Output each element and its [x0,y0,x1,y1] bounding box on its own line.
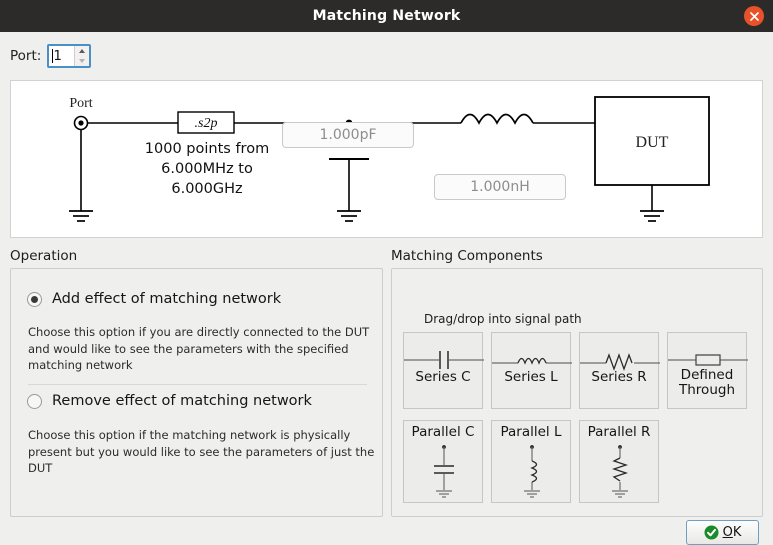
operation-divider [28,384,367,385]
component-tile-label-line2: Through [679,382,735,399]
component-tile-defined-through[interactable]: Defined Through [667,332,748,409]
sweep-line-2: 6.000MHz to [161,161,253,177]
component-tile-series-l[interactable]: Series L [491,332,572,409]
series-resistor-icon [580,353,660,371]
component-tile-label: Parallel L [500,424,562,440]
sweep-line-1: 1000 points from [145,141,269,157]
parallel-capacitor-icon [434,445,454,498]
inductor-value-field[interactable]: 1.000nH [434,174,566,200]
check-circle-icon [704,525,719,540]
matching-components-group-title: Matching Components [391,248,543,264]
window-titlebar: Matching Network [0,0,773,32]
ok-rest-chars: K [732,525,742,540]
capacitor-value-field[interactable]: 1.000pF [282,122,414,148]
component-tile-label: Defined Through [668,367,746,399]
port-selector-row: Port: 1 [10,44,92,68]
radio-add-effect-label: Add effect of matching network [52,291,282,307]
component-tile-label: Series C [415,369,471,385]
component-tile-parallel-c[interactable]: Parallel C [403,420,483,503]
defined-through-icon [668,354,748,366]
drag-drop-hint: Drag/drop into signal path [424,312,582,326]
dut-label: DUT [636,134,669,151]
window-title: Matching Network [312,8,461,24]
radio-add-effect[interactable]: Add effect of matching network [27,291,281,307]
radio-remove-effect-helper: Choose this option if the matching netwo… [28,428,375,476]
operation-group-title: Operation [10,248,78,264]
ground-icon [337,210,361,222]
radio-remove-effect[interactable]: Remove effect of matching network [27,393,312,409]
component-tile-label: Parallel C [411,424,475,440]
sweep-line-3: 6.000GHz [171,181,242,197]
port-spin-arrows[interactable] [74,46,90,66]
chevron-down-icon[interactable] [79,59,86,63]
series-inductor-icon [492,357,572,365]
operation-group-box: Add effect of matching network Choose th… [10,268,383,517]
port-input-value[interactable]: 1 [49,46,74,66]
close-glyph [749,11,759,21]
schematic-port-label: Port [69,96,92,111]
parallel-resistor-icon [611,445,629,498]
s2p-block-label: .s2p [195,116,218,131]
component-tile-label: Series R [591,369,647,385]
ground-icon [69,210,93,222]
dialog-body: Port: 1 [0,32,773,545]
close-icon[interactable] [744,6,764,26]
component-tile-label-line1: Defined [680,367,734,383]
component-tile-series-c[interactable]: Series C [403,332,484,409]
component-tile-series-r[interactable]: Series R [579,332,660,409]
port-spinbox[interactable]: 1 [47,44,92,68]
parallel-inductor-icon [524,445,540,498]
ground-icon [640,210,664,222]
radio-add-effect-helper: Choose this option if you are directly c… [28,325,370,373]
component-tile-parallel-l[interactable]: Parallel L [491,420,571,503]
component-tile-label: Series L [504,369,558,385]
schematic-panel[interactable]: Port .s2p 1000 points from 6.000MHz to 6… [10,80,763,238]
port-label: Port: [10,48,42,64]
component-tile-parallel-r[interactable]: Parallel R [579,420,659,503]
component-tile-label: Parallel R [587,424,651,440]
port-terminal-icon [73,115,89,131]
radio-remove-effect-label: Remove effect of matching network [52,393,312,409]
radio-remove-effect-indicator[interactable] [27,393,42,409]
radio-add-effect-indicator[interactable] [27,291,42,307]
schematic-drawing: Port .s2p 1000 points from 6.000MHz to 6… [69,96,710,222]
series-capacitor-icon [404,351,484,369]
ok-accel-char: O [722,525,733,540]
ok-button-label: OK [723,525,742,540]
inductor-icon [460,113,534,125]
chevron-up-icon[interactable] [79,49,86,53]
